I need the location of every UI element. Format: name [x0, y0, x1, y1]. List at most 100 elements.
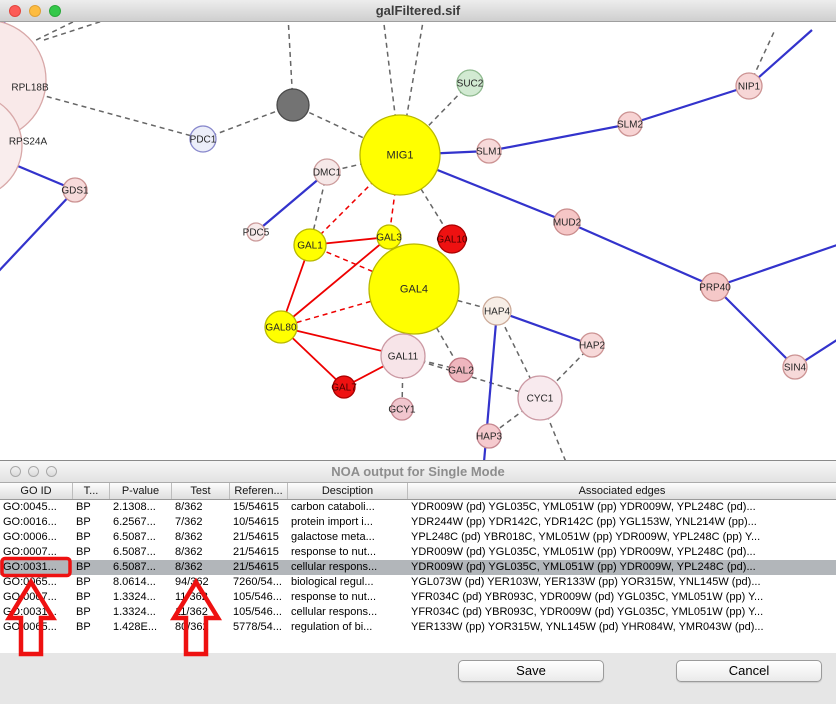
table-cell: BP: [76, 576, 91, 588]
network-edge[interactable]: [496, 310, 541, 399]
node-label-prp40: PRP40: [699, 283, 731, 294]
table-cell: YDR009W (pd) YGL035C, YML051W (pp) YDR00…: [411, 561, 756, 573]
table-cell: YDR009W (pd) YGL035C, YML051W (pp) YDR00…: [411, 546, 756, 558]
table-cell: 94/362: [175, 576, 209, 588]
graph-window-titlebar[interactable]: galFiltered.sif: [0, 0, 836, 22]
network-node-mig1[interactable]: [359, 114, 441, 196]
network-edge[interactable]: [202, 104, 294, 140]
table-cell: BP: [76, 516, 91, 528]
node-label-mig1: MIG1: [387, 150, 414, 162]
table-cell: GO:0006...: [3, 531, 57, 543]
column-header-3[interactable]: Test: [172, 483, 230, 499]
network-node-mud2[interactable]: [553, 208, 581, 236]
network-node-slm2[interactable]: [617, 111, 643, 137]
column-header-1[interactable]: T...: [73, 483, 110, 499]
column-header-2[interactable]: P-value: [110, 483, 172, 499]
network-edge[interactable]: [496, 309, 593, 347]
network-node-cyc1[interactable]: [517, 375, 563, 421]
network-node-rpl18b[interactable]: [0, 22, 47, 140]
save-button[interactable]: Save: [458, 660, 604, 682]
network-edge[interactable]: [629, 84, 750, 126]
network-node-slm1[interactable]: [476, 138, 502, 164]
table-cell: 1.3324...: [113, 606, 156, 618]
table-cell: BP: [76, 531, 91, 543]
network-node-hap3[interactable]: [476, 423, 502, 449]
column-header-5[interactable]: Desciption: [288, 483, 408, 499]
network-node-hap4[interactable]: [482, 296, 512, 326]
network-node-hap2[interactable]: [579, 332, 605, 358]
zoom-button-inactive[interactable]: [46, 466, 57, 477]
network-node-gal7[interactable]: [332, 375, 356, 399]
network-node-gal80[interactable]: [264, 310, 298, 344]
network-node-prp40[interactable]: [700, 272, 730, 302]
node-label-gal11: GAL11: [388, 352, 419, 363]
network-edge[interactable]: [255, 171, 328, 233]
network-node-gal4[interactable]: [368, 243, 460, 335]
network-node-nip1[interactable]: [735, 72, 763, 100]
network-node-suc2[interactable]: [456, 69, 484, 97]
table-cell: carbon cataboli...: [291, 501, 375, 513]
table-cell: YFR034C (pd) YBR093C, YDR009W (pd) YGL03…: [411, 591, 764, 603]
node-label-gal10: GAL10: [436, 235, 468, 246]
table-cell: 7/362: [175, 516, 203, 528]
cancel-button[interactable]: Cancel: [676, 660, 822, 682]
network-node-sin4[interactable]: [782, 354, 808, 380]
network-node-gal1[interactable]: [293, 228, 327, 262]
network-edge[interactable]: [748, 29, 813, 87]
column-header-4[interactable]: Referen...: [230, 483, 288, 499]
network-node-pdc5[interactable]: [246, 222, 266, 242]
network-edge[interactable]: [402, 355, 541, 399]
network-edge[interactable]: [0, 189, 76, 274]
table-cell: 1.428E...: [113, 621, 158, 633]
network-edge[interactable]: [292, 104, 401, 156]
network-edge[interactable]: [280, 236, 390, 328]
column-header-0[interactable]: GO ID: [0, 483, 73, 499]
network-edge[interactable]: [566, 220, 716, 289]
zoom-button[interactable]: [49, 5, 61, 17]
node-label-gal3: GAL3: [376, 233, 402, 244]
network-edge[interactable]: [488, 122, 631, 153]
network-node-gal3[interactable]: [376, 224, 402, 250]
network-edge[interactable]: [714, 244, 836, 289]
table-cell: 5778/54...: [233, 621, 282, 633]
table-cell: 6.5087...: [113, 546, 156, 558]
table-cell: BP: [76, 606, 91, 618]
network-edge[interactable]: [714, 286, 796, 368]
close-button-inactive[interactable]: [10, 466, 21, 477]
network-node-pdc1[interactable]: [189, 125, 217, 153]
network-node-gal11[interactable]: [380, 333, 426, 379]
network-node-gray1[interactable]: [276, 88, 310, 122]
network-edge[interactable]: [413, 288, 462, 371]
close-button[interactable]: [9, 5, 21, 17]
table-cell: YPL248C (pd) YBR018C, YML051W (pp) YDR00…: [411, 531, 761, 543]
network-node-gal10[interactable]: [437, 224, 467, 254]
minimize-button[interactable]: [29, 5, 41, 17]
column-header-6[interactable]: Associated edges: [578, 485, 666, 497]
network-node-rps24a[interactable]: [0, 94, 23, 198]
table-cell: 6.5087...: [113, 531, 156, 543]
node-label-hap2: HAP2: [579, 341, 606, 352]
network-node-dmc1[interactable]: [313, 158, 341, 186]
network-node-gcy1[interactable]: [390, 397, 414, 421]
inactive-traffic-lights: [10, 466, 57, 477]
network-node-gds1[interactable]: [62, 177, 88, 203]
table-cell: GO:0065...: [3, 621, 57, 633]
network-edge[interactable]: [0, 146, 76, 192]
table-cell: 21/54615: [233, 546, 279, 558]
node-label-gds1: GDS1: [61, 186, 89, 197]
noa-window-titlebar[interactable]: NOA output for Single Mode: [0, 461, 836, 483]
network-edge[interactable]: [43, 22, 118, 41]
minimize-button-inactive[interactable]: [28, 466, 39, 477]
network-node-gal2[interactable]: [448, 357, 474, 383]
